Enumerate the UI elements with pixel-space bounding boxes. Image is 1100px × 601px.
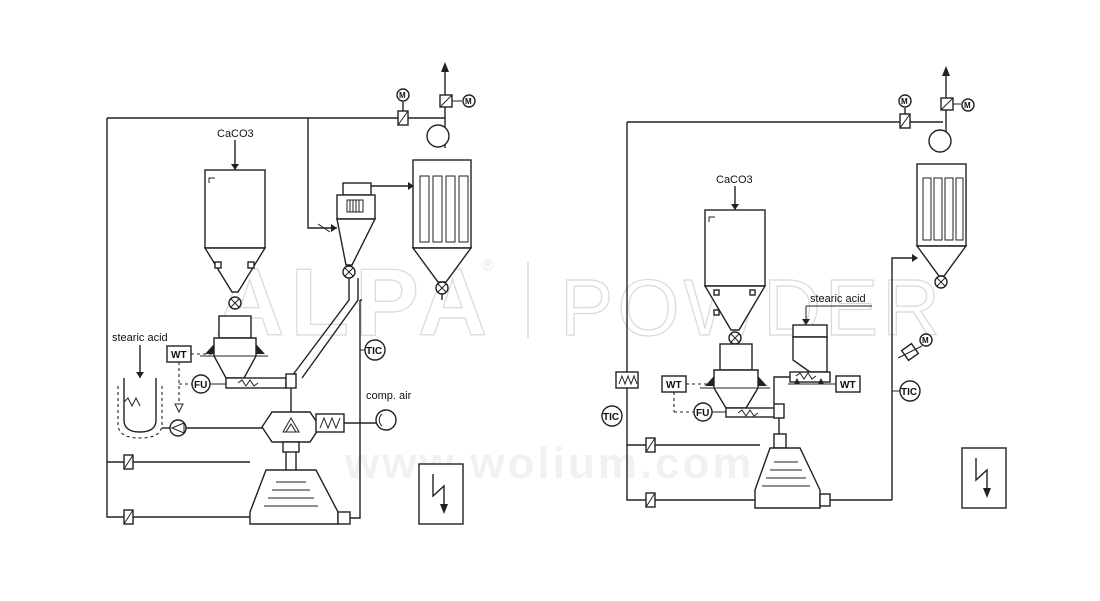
left-classifier — [336, 182, 377, 279]
right-valve-2 — [645, 492, 656, 508]
right-grinder-base — [754, 447, 831, 509]
right-valve-1 — [645, 437, 656, 453]
left-grinder-base — [249, 469, 351, 525]
right-screw-conveyor — [725, 403, 785, 434]
left-tic-circle — [364, 339, 386, 361]
right-mill-inlet — [773, 433, 787, 449]
right-motor-tag-3: M — [922, 336, 929, 345]
left-fan-icon — [426, 124, 450, 148]
right-motor-tag-2: M — [964, 101, 971, 110]
left-motor-circle-1 — [396, 88, 410, 102]
left-bag-filter — [411, 159, 473, 300]
right-power-symbol-box — [961, 447, 1007, 509]
right-tic-circle-1 — [601, 405, 623, 427]
left-silo — [203, 169, 267, 310]
right-fan-icon — [928, 129, 952, 153]
right-silo — [703, 209, 767, 345]
watermark-registered: ® — [482, 257, 494, 274]
left-power-symbol-box — [418, 463, 464, 525]
right-motor-circle-3 — [919, 333, 933, 347]
right-feed-label: CaCO3 — [716, 174, 753, 186]
left-fu-tag: FU — [194, 380, 207, 391]
right-exhaust-arrow-icon — [942, 66, 950, 76]
left-wt-tag: WT — [171, 350, 187, 361]
left-screw-conveyor — [225, 373, 297, 404]
left-air-label: comp. air — [366, 390, 412, 402]
right-motor-tag-1: M — [901, 97, 908, 106]
left-additive-label: stearic acid — [112, 332, 168, 344]
right-weigh-hopper — [700, 343, 770, 409]
left-exhaust-arrow-icon — [441, 62, 449, 72]
left-motor-circle-2 — [462, 94, 476, 108]
right-tic-tag-2: TIC — [901, 387, 917, 398]
right-motor-circle-2 — [961, 98, 975, 112]
right-bag-filter — [915, 163, 968, 289]
left-loop-line — [106, 118, 250, 518]
left-weigh-hopper — [200, 315, 268, 379]
watermark: ALPA ® POWDER www.wolium.com — [214, 248, 940, 488]
left-lightning-icon — [432, 474, 445, 510]
left-valve-1 — [123, 454, 134, 470]
right-additive-tank — [788, 324, 834, 385]
left-mill — [261, 411, 321, 470]
right-fu-tag: FU — [696, 408, 709, 419]
right-wt-tag-1: WT — [666, 380, 682, 391]
right-additive-label: stearic acid — [810, 293, 866, 305]
right-lightning-icon — [975, 458, 988, 494]
left-diagram: M M — [106, 62, 476, 525]
right-tic-circle-2 — [899, 380, 921, 402]
left-motor-tag-1: M — [399, 91, 406, 100]
left-tic-tag: TIC — [366, 346, 382, 357]
right-wt-tag-2: WT — [840, 380, 856, 391]
watermark-site: www.wolium.com — [344, 439, 755, 488]
right-motor-circle-1 — [898, 94, 912, 108]
left-valve-2 — [123, 509, 134, 525]
left-motor-tag-2: M — [465, 97, 472, 106]
right-loop-line — [626, 122, 755, 501]
right-tic-tag-1: TIC — [603, 412, 619, 423]
left-feed-label: CaCO3 — [217, 128, 254, 140]
right-diagram: TIC M M — [601, 66, 1007, 509]
